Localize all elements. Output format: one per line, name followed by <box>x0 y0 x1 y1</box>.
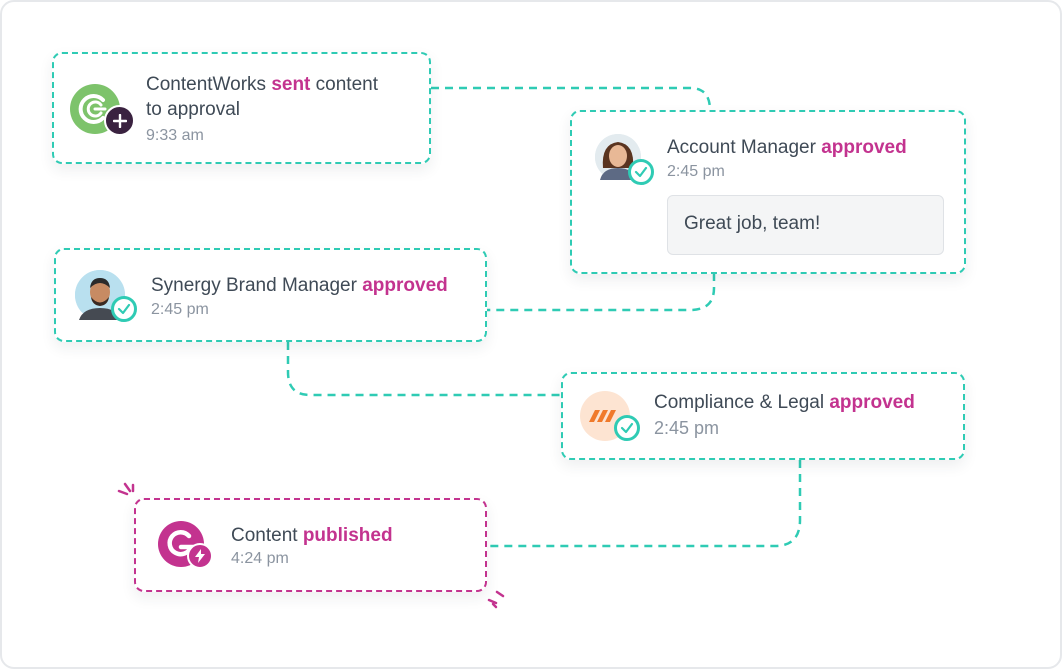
event-card-account-manager[interactable]: Account Manager approved 2:45 pm Great j… <box>570 110 966 274</box>
plus-badge <box>104 105 135 136</box>
event-text-line2: to approval <box>146 99 241 120</box>
action-approved: approved <box>821 137 907 158</box>
publisher-avatar <box>158 521 213 569</box>
contentworks-logo-icon <box>78 94 107 124</box>
check-icon <box>634 166 648 178</box>
woman-avatar <box>595 134 654 185</box>
event-time: 2:45 pm <box>667 163 725 180</box>
action-published: published <box>302 525 393 546</box>
actor-name: Compliance & Legal <box>654 392 825 413</box>
check-icon <box>117 303 131 315</box>
approval-comment: Great job, team! <box>667 195 944 255</box>
event-text: ContentWorks sent content <box>146 72 378 97</box>
event-card-sent[interactable]: ContentWorks sent content to approval 9:… <box>52 52 431 164</box>
event-time: 2:45 pm <box>654 418 720 438</box>
event-time: 4:24 pm <box>231 550 289 567</box>
event-text: Synergy Brand Manager approved <box>151 273 448 298</box>
approved-badge <box>628 159 654 185</box>
man-avatar <box>75 270 137 322</box>
contentworks-avatar <box>70 84 135 136</box>
lightning-icon <box>195 549 205 563</box>
plus-icon <box>112 113 127 128</box>
compliance-logo-icon <box>589 410 616 422</box>
event-card-published[interactable]: Content published 4:24 pm <box>134 498 487 592</box>
event-card-brand-manager[interactable]: Synergy Brand Manager approved 2:45 pm <box>54 248 487 342</box>
approved-badge <box>111 296 137 322</box>
action-sent: sent <box>271 74 311 95</box>
action-approved: approved <box>829 392 915 413</box>
actor-name: ContentWorks <box>146 74 267 95</box>
event-text: Content published <box>231 523 393 548</box>
check-icon <box>620 422 634 434</box>
event-time: 9:33 am <box>146 127 204 144</box>
actor-name: Account Manager <box>667 137 816 158</box>
compliance-avatar <box>580 391 640 441</box>
actor-name: Content <box>231 525 298 546</box>
actor-name: Synergy Brand Manager <box>151 275 357 296</box>
lightning-badge <box>187 543 213 569</box>
event-text: Account Manager approved <box>667 135 907 160</box>
event-card-compliance[interactable]: Compliance & Legal approved 2:45 pm <box>561 372 965 460</box>
event-text: Compliance & Legal approved <box>654 390 915 415</box>
action-approved: approved <box>362 275 448 296</box>
event-text-rest: content <box>310 74 378 95</box>
event-time: 2:45 pm <box>151 301 209 318</box>
approved-badge <box>614 415 640 441</box>
